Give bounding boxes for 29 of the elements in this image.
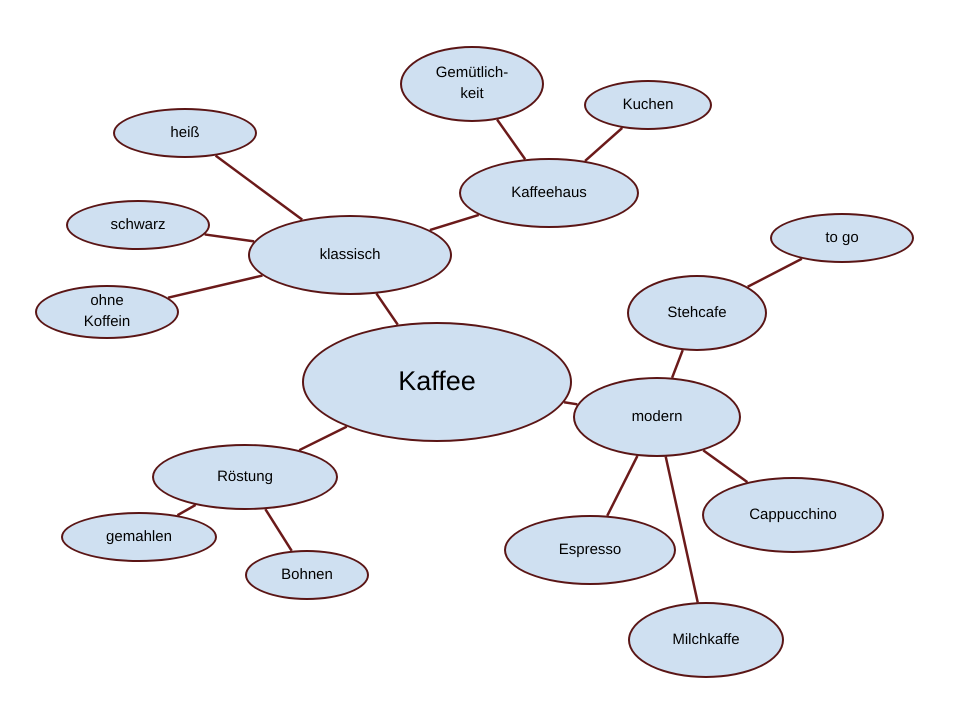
topic-label: schwarz [110,214,166,235]
topic-label: klassisch [320,244,380,265]
topic-label: Kaffee [398,365,476,398]
topic-label: to go [825,228,859,248]
topic-label: modern [632,406,682,427]
topic-label: Stehcafe [667,302,727,323]
topic-label: Bohnen [281,564,333,585]
connector-line [702,449,748,484]
topic-label: Gemütlich-keit [434,63,510,104]
topic-label: Röstung [217,466,273,487]
connector-line [204,233,254,243]
topic-label: Kaffeehaus [511,182,587,203]
connector-line [564,400,578,406]
connector-line [670,350,684,378]
topic-label: Cappucchino [749,504,837,525]
connector-line [168,274,263,299]
topic-label: heiß [170,122,200,143]
topic-label: Kuchen [622,94,674,115]
topic-label: ohne Koffein [82,291,132,332]
connector-line [176,504,196,516]
topic-label: gemahlen [106,526,172,547]
connector-line [298,426,348,452]
connector-line [606,455,639,516]
connector-line [747,258,802,288]
topic-label: Espresso [558,540,622,560]
connector-line [264,508,293,552]
topic-label: Milchkaffe [672,630,740,650]
connector-line [664,456,699,602]
connector-line [430,214,480,232]
